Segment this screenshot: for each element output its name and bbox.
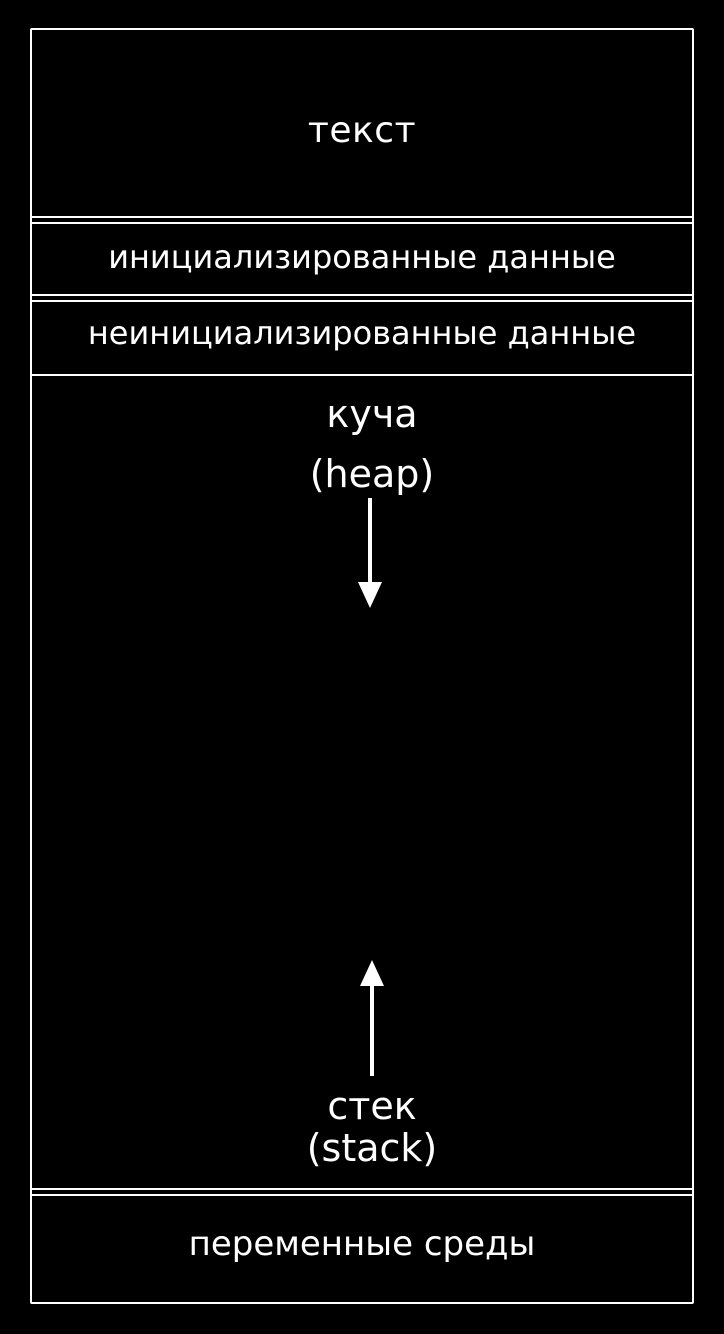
heap-label: куча <box>326 392 418 436</box>
heap-alias: (heap) <box>309 452 435 496</box>
divider-init-top <box>32 222 692 224</box>
memory-layout-diagram: текст инициализированные данные неинициа… <box>30 28 694 1304</box>
divider-uninit <box>32 374 692 376</box>
stack-alias: (stack) <box>306 1126 438 1170</box>
stack-label: стек <box>327 1084 417 1128</box>
divider-text <box>32 216 692 218</box>
divider-uninit-top <box>32 300 692 302</box>
arrow-down-icon <box>358 498 382 608</box>
uninitialized-data-label: неинициализированные данные <box>87 314 637 352</box>
divider-env-bottom <box>32 1194 692 1196</box>
environment-label: переменные среды <box>188 1224 536 1264</box>
text-segment-label: текст <box>307 110 417 151</box>
memory-frame <box>30 28 694 1304</box>
divider-env <box>32 1188 692 1190</box>
divider-init <box>32 294 692 296</box>
initialized-data-label: инициализированные данные <box>108 238 616 276</box>
arrow-up-icon <box>360 960 384 1076</box>
